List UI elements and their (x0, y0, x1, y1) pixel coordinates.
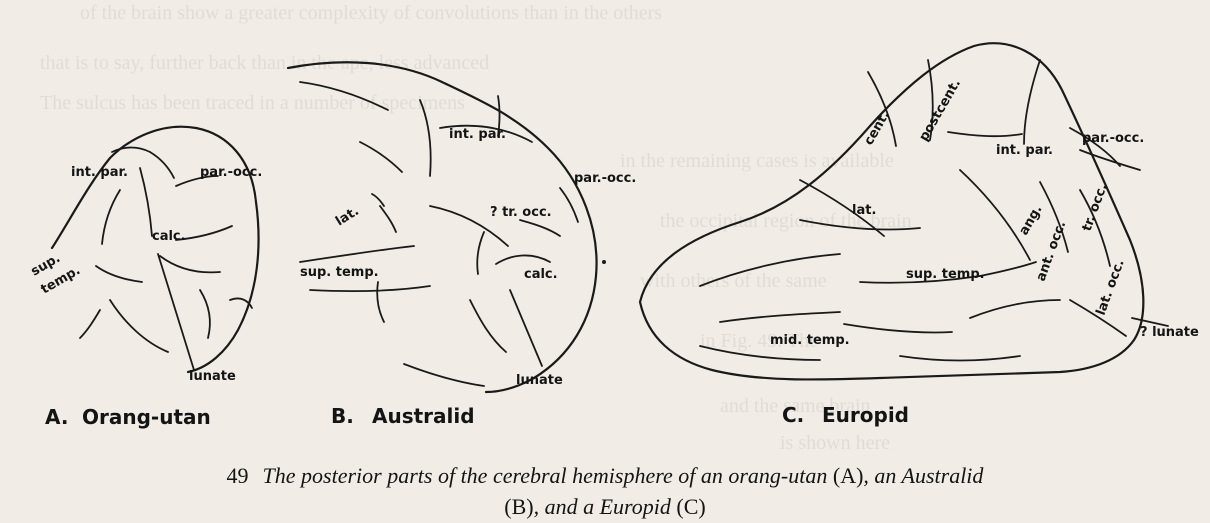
panel-name-b: Australid (372, 404, 475, 428)
label-par-occ-b: par.-occ. (574, 171, 636, 186)
caption-text-2: , an Australid (863, 463, 983, 488)
panel-name-c: Europid (822, 403, 909, 427)
label-cent-c: cent. (861, 109, 892, 148)
brain-drawing-orang-utan (52, 127, 259, 372)
brain-drawing-australid (288, 62, 606, 392)
figure-caption-line-1: 49 The posterior parts of the cerebral he… (0, 461, 1210, 491)
label-tr-occ-b: ? tr. occ. (490, 205, 552, 220)
caption-ref-c: (C) (676, 494, 705, 519)
label-ant-occ-c: ant. occ. (1034, 219, 1070, 283)
label-int-par-a: int. par. (71, 165, 128, 180)
panel-letter-b: B. (331, 404, 354, 428)
label-int-par-b: int. par. (449, 127, 506, 142)
cerebral-hemisphere-figure: int. par. par.-occ. calc. sup. temp. lun… (0, 0, 1210, 455)
caption-text-3: , and a Europid (534, 494, 671, 519)
label-lat-occ-c: lat. occ. (1094, 258, 1128, 318)
caption-ref-a: (A) (833, 463, 864, 488)
label-ang-c: ang. (1016, 203, 1045, 238)
label-calc-a: calc. (152, 229, 186, 244)
label-mid-temp-c: mid. temp. (770, 333, 850, 348)
label-par-occ-a: par.-occ. (200, 165, 262, 180)
panel-name-a: Orang-utan (82, 405, 211, 429)
label-tr-occ-c: tr. occ. (1080, 182, 1111, 234)
label-lunate-b: lunate (516, 373, 563, 388)
label-sup-temp-b: sup. temp. (300, 265, 379, 280)
label-calc-b: calc. (524, 267, 558, 282)
figure-number: 49 (227, 463, 249, 488)
panel-letter-a: A. (45, 405, 68, 429)
label-lat-b: lat. (333, 204, 362, 230)
panel-letter-c: C. (782, 403, 804, 427)
label-lunate-a: lunate (189, 369, 236, 384)
figure-caption-line-2: (B), and a Europid (C) (0, 492, 1210, 522)
label-sup-temp-c: sup. temp. (906, 267, 985, 282)
label-lat-c: lat. (852, 203, 876, 218)
label-lunate-c: ? lunate (1140, 325, 1199, 340)
label-par-occ-c: par.-occ. (1082, 131, 1144, 146)
caption-ref-b: (B) (504, 494, 533, 519)
caption-text-1: The posterior parts of the cerebral hemi… (263, 463, 828, 488)
label-int-par-c: int. par. (996, 143, 1053, 158)
